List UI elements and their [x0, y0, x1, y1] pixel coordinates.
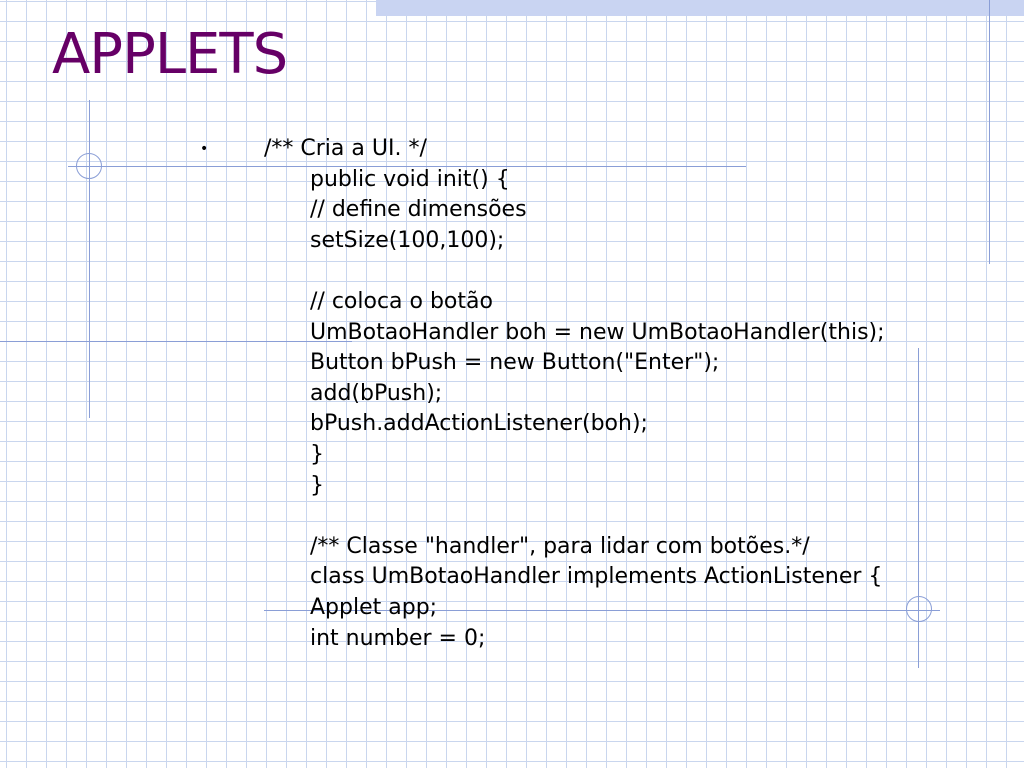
code-line: /** Cria a UI. */ — [264, 136, 427, 161]
code-line-blank — [200, 501, 885, 532]
code-line: bPush.addActionListener(boh); — [310, 411, 648, 437]
header-band — [376, 0, 1024, 16]
code-line: UmBotaoHandler boh = new UmBotaoHandler(… — [310, 319, 885, 345]
deco-circle-right — [906, 596, 932, 622]
code-line: } — [310, 441, 324, 467]
deco-vertical-line-left — [89, 100, 90, 418]
deco-horizontal-line-top — [68, 166, 746, 167]
code-content: • /** Cria a UI. */ public void init() {… — [200, 134, 885, 654]
deco-vertical-line-right — [918, 348, 919, 668]
bullet-icon: • — [200, 141, 209, 157]
deco-horizontal-line-mid — [0, 341, 352, 342]
code-line: add(bPush); — [310, 380, 443, 406]
deco-circle-left — [76, 153, 102, 179]
code-line: int number = 0; — [310, 625, 486, 651]
code-line: // define dimensões — [310, 197, 527, 223]
code-line: setSize(100,100); — [310, 227, 505, 253]
code-line: public void init() { — [310, 166, 510, 192]
code-line: class UmBotaoHandler implements ActionLi… — [310, 564, 883, 590]
slide-title: APPLETS — [52, 22, 288, 87]
deco-vertical-line-right-top — [989, 0, 990, 264]
code-line: /** Classe "handler", para lidar com bot… — [310, 533, 810, 559]
code-line: Button bPush = new Button("Enter"); — [310, 350, 720, 376]
code-line-blank — [200, 256, 885, 287]
code-line: // coloca o botão — [310, 288, 493, 314]
deco-horizontal-line-bottom — [264, 610, 940, 611]
code-line: } — [310, 472, 324, 498]
code-line: Applet app; — [310, 594, 438, 620]
